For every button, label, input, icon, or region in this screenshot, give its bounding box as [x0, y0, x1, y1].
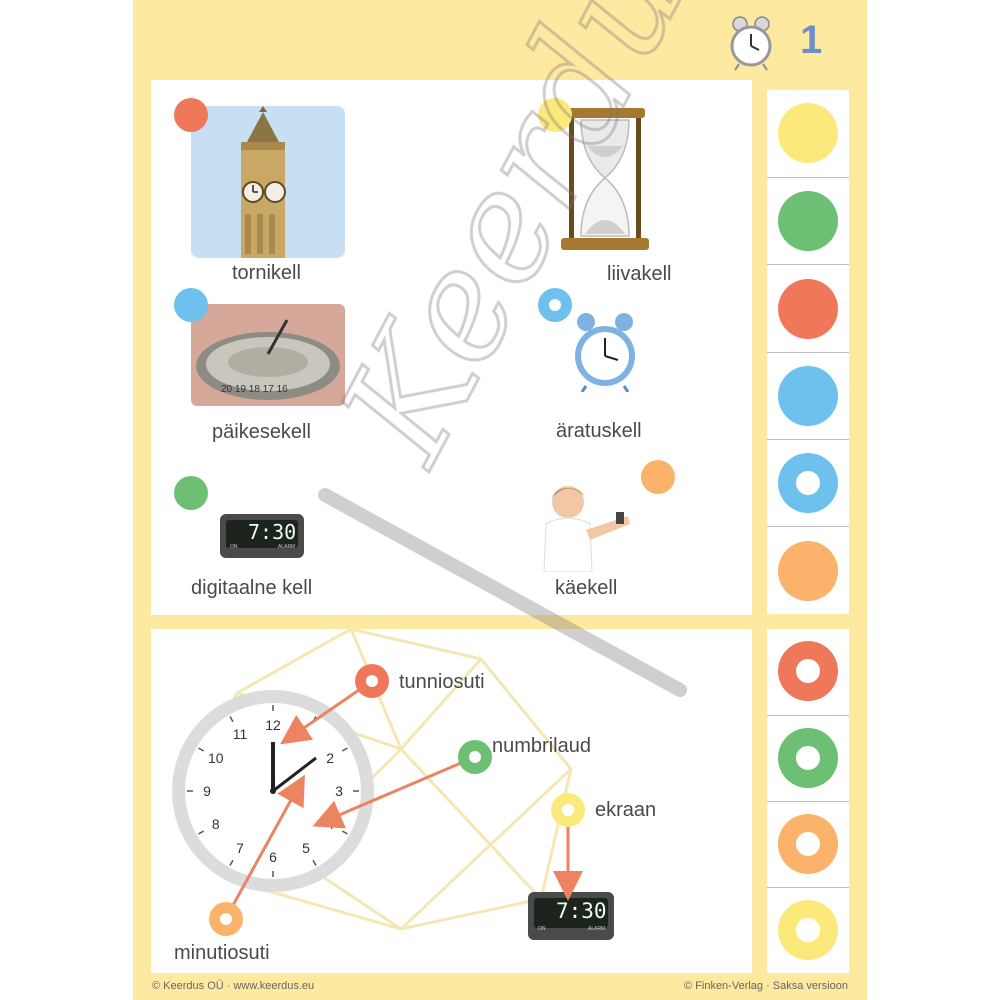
label-numbrilaud: numbrilaud [492, 735, 591, 757]
swatch-yellow [778, 103, 838, 163]
marker-blue-ring [538, 288, 572, 322]
digital-label-on: ON [230, 544, 238, 550]
swatch-cell [767, 177, 849, 265]
wristwatch-boy-photo [543, 486, 630, 572]
svg-text:20 19 18 17 16: 20 19 18 17 16 [221, 384, 288, 395]
swatch-cell [767, 264, 849, 353]
clock-number: 5 [302, 840, 310, 856]
swatch-cell [767, 715, 849, 802]
label-tornikell: tornikell [232, 262, 301, 284]
clock-number: 10 [208, 750, 224, 766]
swatch-cell [767, 629, 849, 715]
alarm-clock-icon [730, 16, 772, 71]
digital-label-alarm: ALARM [278, 544, 296, 550]
digital-display-bottom: 7:30 [556, 899, 607, 923]
swatch-green-ring [778, 728, 838, 788]
marker-red-ring [355, 664, 389, 698]
clock-number: 3 [335, 783, 343, 799]
label-ekraan: ekraan [595, 799, 657, 821]
sundial-photo: 20 19 18 17 16 [191, 304, 345, 406]
clock-tick [312, 859, 317, 866]
swatch-cell [767, 887, 849, 974]
marker-green-ring [458, 740, 492, 774]
swatch-yellow-ring [778, 900, 838, 960]
label-minutiosuti: minutiosuti [174, 942, 270, 964]
marker-orange [641, 460, 675, 494]
hourglass-photo [561, 108, 649, 250]
label-aratuskell: äratuskell [556, 420, 642, 442]
label-digitaalne-kell: digitaalne kell [191, 577, 313, 599]
clock-number: 7 [236, 840, 244, 856]
swatch-red-ring [778, 641, 838, 701]
swatch-blue-ring [778, 453, 838, 513]
swatch-cell [767, 352, 849, 440]
swatch-cell [767, 526, 849, 615]
clock-number: 6 [269, 849, 277, 865]
clock-number: 9 [203, 783, 211, 799]
page-number: 1 [800, 18, 823, 62]
clock-number: 12 [265, 717, 281, 733]
marker-blue [174, 288, 208, 322]
clock-number: 8 [212, 816, 220, 832]
digital-display: 7:30 [248, 520, 297, 544]
swatch-orange-ring [778, 814, 838, 874]
swatch-cell [767, 439, 849, 527]
marker-green [174, 476, 208, 510]
marker-yellow-ring [551, 793, 585, 827]
footer-right: © Finken-Verlag · Saksa versioon [684, 980, 849, 992]
marker-orange-ring [209, 902, 243, 936]
marker-yellow [538, 98, 572, 132]
clock-tick [229, 716, 234, 723]
clock-tick [341, 747, 348, 752]
label-paikesekell: päikesekell [212, 421, 311, 443]
label-tunniosuti: tunniosuti [399, 671, 485, 693]
digital-label-on-bottom: ON [538, 926, 546, 932]
clock-tick [198, 830, 205, 835]
label-liivakell: liivakell [607, 263, 672, 285]
marker-red [174, 98, 208, 132]
swatch-cell [767, 90, 849, 177]
clock-tick [341, 830, 348, 835]
clock-number: 11 [233, 726, 248, 742]
color-key-top [767, 90, 849, 614]
swatch-red [778, 279, 838, 339]
label-kaekell: käekell [555, 577, 618, 599]
footer-left: © Keerdus OÜ · www.keerdus.eu [152, 980, 315, 992]
tower-clock-photo [191, 106, 345, 258]
alarm-clock-photo [575, 313, 635, 392]
clock-tick [229, 859, 234, 866]
swatch-green [778, 191, 838, 251]
swatch-cell [767, 801, 849, 888]
color-key-bottom [767, 629, 849, 973]
swatch-orange [778, 541, 838, 601]
clock-number: 2 [326, 750, 334, 766]
swatch-blue [778, 366, 838, 426]
digital-clock-photo: 7:30 ON ALARM [220, 514, 304, 558]
clock-tick [198, 747, 205, 752]
digital-label-alarm-bottom: ALARM [588, 926, 606, 932]
